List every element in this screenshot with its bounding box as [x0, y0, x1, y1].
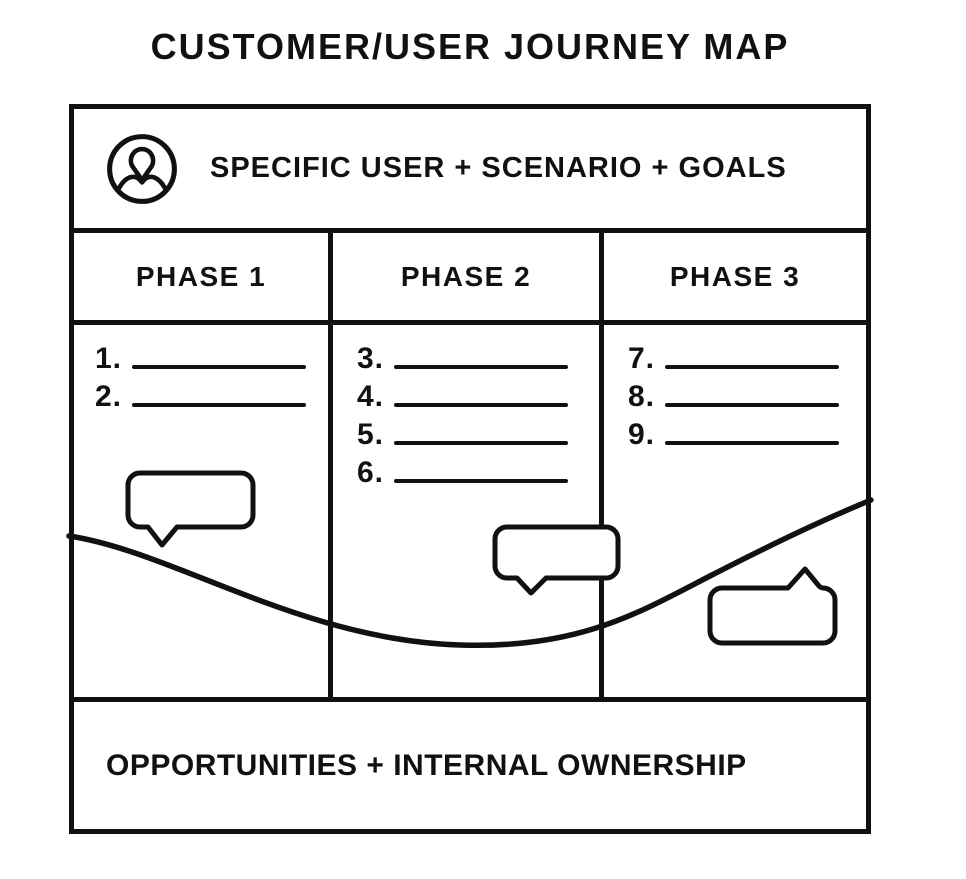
blank-line — [394, 403, 568, 407]
step-number: 3. — [357, 342, 385, 375]
phase-2-label: PHASE 2 — [400, 260, 532, 292]
journey-map-frame: SPECIFIC USER + SCENARIO + GOALS PHASE 1… — [69, 104, 871, 834]
blank-line — [665, 403, 839, 407]
step-number: 4. — [357, 380, 385, 413]
phase-header-row: PHASE 1 PHASE 2 PHASE 3 — [74, 233, 866, 325]
step-item: 9. — [628, 414, 866, 452]
step-number: 2. — [95, 380, 123, 413]
step-item: 1. — [95, 338, 328, 376]
step-number: 7. — [628, 342, 656, 375]
phase-1-steps: 1. 2. — [74, 325, 333, 697]
blank-line — [665, 365, 839, 369]
persona-header-label: SPECIFIC USER + SCENARIO + GOALS — [210, 152, 787, 184]
persona-header-row: SPECIFIC USER + SCENARIO + GOALS — [74, 109, 866, 233]
step-item: 5. — [357, 414, 599, 452]
step-item: 7. — [628, 338, 866, 376]
blank-line — [394, 479, 568, 483]
blank-line — [394, 365, 568, 369]
blank-line — [132, 365, 306, 369]
blank-line — [394, 441, 568, 445]
phase-2-header: PHASE 2 — [333, 233, 604, 320]
phase-3-header: PHASE 3 — [604, 233, 866, 320]
phase-2-steps: 3. 4. 5. 6. — [333, 325, 604, 697]
step-item: 8. — [628, 376, 866, 414]
step-number: 8. — [628, 380, 656, 413]
step-number: 9. — [628, 418, 656, 451]
phase-1-header: PHASE 1 — [74, 233, 333, 320]
page-title: CUSTOMER/USER JOURNEY MAP — [150, 26, 790, 67]
step-item: 4. — [357, 376, 599, 414]
phase-3-steps: 7. 8. 9. — [604, 325, 866, 697]
phase-1-label: PHASE 1 — [135, 260, 267, 292]
blank-line — [132, 403, 306, 407]
user-avatar-icon — [107, 133, 177, 204]
step-item: 2. — [95, 376, 328, 414]
phase-3-label: PHASE 3 — [669, 260, 801, 292]
blank-line — [665, 441, 839, 445]
step-number: 5. — [357, 418, 385, 451]
journey-body-row: 1. 2. 3. 4. 5. — [74, 325, 866, 702]
step-item: 3. — [357, 338, 599, 376]
opportunities-footer-label: OPPORTUNITIES + INTERNAL OWNERSHIP — [106, 748, 747, 782]
opportunities-footer-row: OPPORTUNITIES + INTERNAL OWNERSHIP — [74, 702, 866, 829]
step-item: 6. — [357, 452, 599, 490]
step-number: 1. — [95, 342, 123, 375]
step-number: 6. — [357, 456, 385, 489]
